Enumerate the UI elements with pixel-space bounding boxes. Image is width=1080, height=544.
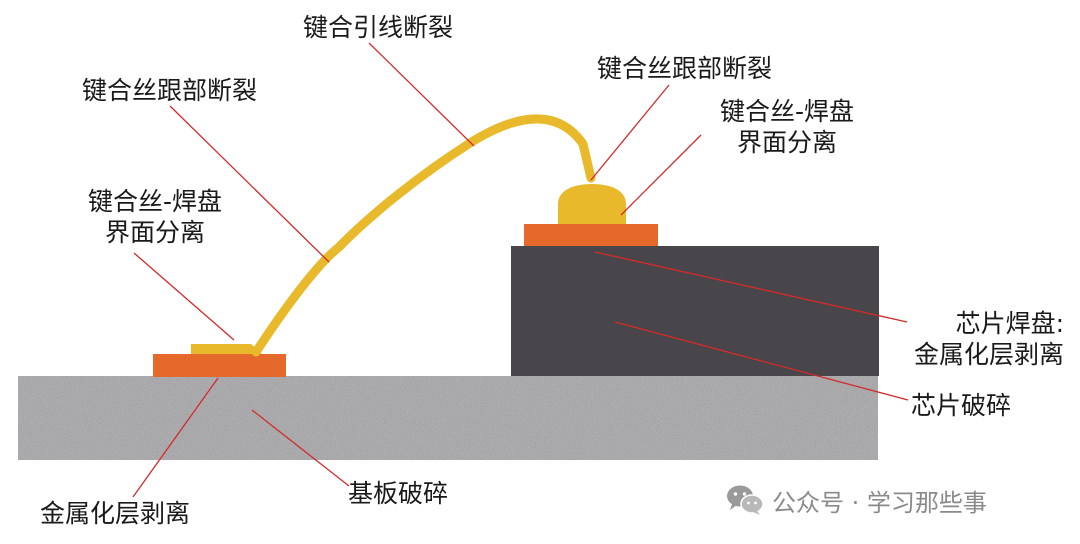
leader-substrate-peel xyxy=(132,377,219,498)
label-heel-left: 键合丝跟部断裂 xyxy=(82,76,258,105)
leader-chip-pad-peel xyxy=(594,251,908,323)
ball-bond xyxy=(558,184,626,224)
label-pad-sep-left-line2: 界面分离 xyxy=(104,218,205,247)
label-substrate-peel: 金属化层剥离 xyxy=(40,499,191,528)
label-chip-pad-peel: 芯片焊盘: 金属化层剥离 xyxy=(880,308,1064,370)
label-substrate-crack: 基板破碎 xyxy=(348,479,449,508)
substrate-bond-pad xyxy=(153,354,286,377)
wechat-icon xyxy=(727,485,764,515)
leader-lines xyxy=(132,42,909,498)
label-pad-sep-left-line1: 键合丝-焊盘 xyxy=(87,187,223,216)
label-chip-crack: 芯片破碎 xyxy=(911,391,1012,420)
leader-heel-right xyxy=(590,84,670,181)
leader-pad-sep-right xyxy=(620,134,702,216)
label-pad-sep-left: 键合丝-焊盘 界面分离 xyxy=(60,186,250,248)
label-pad-sep-right-line1: 键合丝-焊盘 xyxy=(719,97,855,126)
label-chip-pad-peel-line2: 金属化层剥离 xyxy=(913,340,1064,369)
label-pad-sep-right-line2: 界面分离 xyxy=(736,128,837,157)
leader-pad-sep-left xyxy=(133,252,235,341)
label-pad-sep-right: 键合丝-焊盘 界面分离 xyxy=(692,96,882,158)
substrate-texture xyxy=(18,376,878,460)
leader-wire-break xyxy=(368,42,475,147)
bond-wire xyxy=(251,114,596,357)
leader-substrate-crack xyxy=(251,409,350,487)
label-wire-break: 键合引线断裂 xyxy=(303,13,454,42)
watermark-text: 公众号 · 学习那些事 xyxy=(772,488,987,517)
wedge-bond-foot xyxy=(191,344,262,354)
leader-heel-left xyxy=(169,105,330,263)
leader-chip-crack xyxy=(614,321,909,401)
watermark: 公众号 · 学习那些事 xyxy=(726,480,1071,520)
label-heel-right: 键合丝跟部断裂 xyxy=(597,54,773,83)
chip-bond-pad xyxy=(524,224,658,246)
label-chip-pad-peel-line1: 芯片焊盘: xyxy=(955,309,1064,338)
chip-die xyxy=(511,246,879,376)
